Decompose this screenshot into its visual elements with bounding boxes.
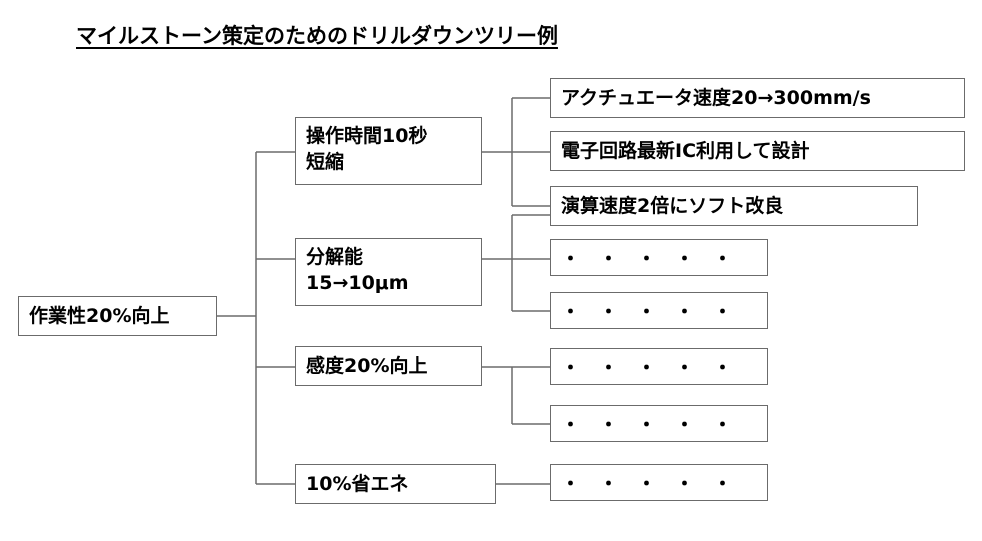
leaf-label: ・ ・ ・ ・ ・ bbox=[561, 414, 733, 436]
root-node: 作業性20%向上 bbox=[18, 296, 217, 336]
branch-label-line: 10%省エネ bbox=[306, 473, 409, 495]
branch-label-line: 感度20%向上 bbox=[306, 355, 428, 377]
leaf-node-placeholder: ・ ・ ・ ・ ・ bbox=[550, 239, 768, 276]
leaf-node-software-speed: 演算速度2倍にソフト改良 bbox=[550, 186, 918, 226]
root-label: 作業性20%向上 bbox=[29, 305, 170, 327]
branch-label-line: 分解能 bbox=[306, 246, 364, 268]
branch-label-line: 短縮 bbox=[306, 151, 345, 173]
leaf-node-placeholder: ・ ・ ・ ・ ・ bbox=[550, 292, 768, 329]
leaf-node-actuator-speed: アクチュエータ速度20→300mm/s bbox=[550, 78, 965, 118]
leaf-node-placeholder: ・ ・ ・ ・ ・ bbox=[550, 464, 768, 501]
branch-node-operation-time: 操作時間10秒 短縮 bbox=[295, 117, 482, 185]
branch-node-sensitivity: 感度20%向上 bbox=[295, 346, 482, 386]
leaf-label: ・ ・ ・ ・ ・ bbox=[561, 357, 733, 379]
leaf-label: ・ ・ ・ ・ ・ bbox=[561, 473, 733, 495]
leaf-label: ・ ・ ・ ・ ・ bbox=[561, 248, 733, 270]
leaf-node-placeholder: ・ ・ ・ ・ ・ bbox=[550, 348, 768, 385]
branch-node-energy-saving: 10%省エネ bbox=[295, 464, 496, 504]
leaf-label: ・ ・ ・ ・ ・ bbox=[561, 301, 733, 323]
leaf-node-latest-ic: 電子回路最新IC利用して設計 bbox=[550, 131, 965, 171]
branch-node-resolution: 分解能 15→10μm bbox=[295, 238, 482, 306]
leaf-label: 演算速度2倍にソフト改良 bbox=[561, 195, 784, 217]
diagram-title: マイルストーン策定のためのドリルダウンツリー例 bbox=[76, 24, 558, 48]
branch-label-line: 15→10μm bbox=[306, 272, 409, 294]
branch-label-line: 操作時間10秒 bbox=[306, 125, 428, 147]
leaf-node-placeholder: ・ ・ ・ ・ ・ bbox=[550, 405, 768, 442]
leaf-label: アクチュエータ速度20→300mm/s bbox=[561, 87, 871, 109]
leaf-label: 電子回路最新IC利用して設計 bbox=[561, 140, 810, 162]
